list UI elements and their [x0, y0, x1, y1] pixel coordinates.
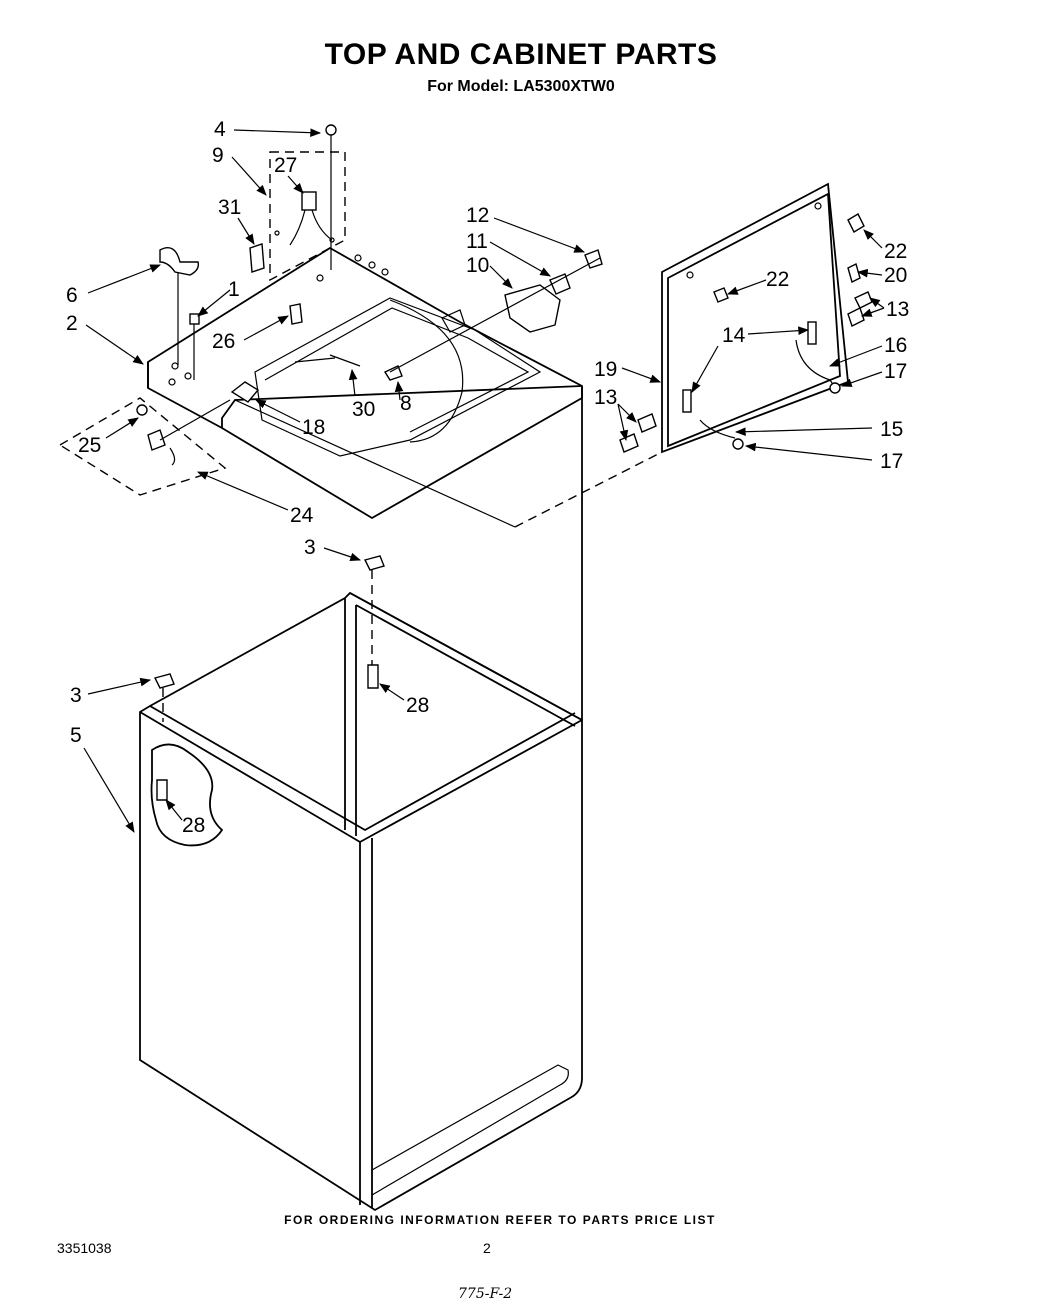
callout-17a: 17 [884, 360, 907, 383]
callout-28b: 28 [182, 814, 205, 837]
callout-11: 11 [466, 230, 488, 253]
callout-12: 12 [466, 204, 489, 227]
callout-labels: 4 9 27 31 6 1 2 26 25 18 30 8 24 12 11 1… [66, 118, 909, 837]
hinge-18 [230, 381, 260, 403]
leader-lines [83, 128, 885, 833]
callout-16: 16 [884, 334, 907, 357]
top-panel [147, 246, 583, 520]
screw-28b [156, 779, 168, 801]
page-number: 2 [483, 1240, 491, 1256]
callout-5: 5 [70, 724, 82, 747]
clip-31 [249, 243, 265, 273]
cabinet [139, 386, 583, 1212]
bracket-6 [159, 247, 200, 276]
callout-31: 31 [218, 196, 241, 219]
clip-3a [363, 555, 385, 571]
callout-13a: 13 [886, 298, 909, 321]
callout-15: 15 [880, 418, 903, 441]
callout-13b: 13 [594, 386, 617, 409]
page-title: TOP AND CABINET PARTS [324, 38, 718, 71]
screw-8 [383, 365, 403, 381]
screw-28a [367, 664, 379, 689]
callout-2: 2 [66, 312, 78, 335]
hinge-group-box [58, 397, 227, 496]
callout-9: 9 [212, 144, 224, 167]
callout-25: 25 [78, 434, 101, 457]
rod-16 [795, 339, 839, 393]
screw-13d [619, 433, 639, 453]
handwritten-note: 775-F-2 [458, 1286, 513, 1302]
callout-18: 18 [302, 416, 325, 439]
screw-13b [847, 307, 865, 327]
callout-3a: 3 [304, 536, 316, 559]
clip-3b [153, 673, 175, 689]
hinge-pin [147, 429, 166, 451]
console-holes [168, 254, 389, 386]
callout-17b: 17 [880, 450, 903, 473]
lid-hinge-line [514, 451, 663, 528]
switch-group-box [269, 151, 346, 282]
callout-19: 19 [594, 358, 617, 381]
callout-10: 10 [466, 254, 489, 277]
document-number: 3351038 [57, 1240, 112, 1256]
bumper-20 [847, 262, 861, 284]
callout-26: 26 [212, 330, 235, 353]
callout-24: 24 [290, 504, 314, 527]
callout-22a: 22 [766, 268, 789, 291]
washer-25 [136, 404, 148, 416]
cabinet-cutaway [150, 743, 224, 847]
callout-6: 6 [66, 284, 78, 307]
callout-1: 1 [228, 278, 240, 301]
callout-8: 8 [400, 392, 412, 415]
ordering-info-note: FOR ORDERING INFORMATION REFER TO PARTS … [284, 1213, 716, 1227]
bumper-22b [847, 213, 865, 233]
lid-switch-10 [504, 284, 561, 333]
screw-13c [637, 413, 657, 433]
model-subtitle: For Model: LA5300XTW0 [427, 78, 615, 95]
callout-28a: 28 [406, 694, 429, 717]
callout-30: 30 [352, 398, 375, 421]
screw-4 [325, 124, 337, 270]
spring-30 [294, 354, 361, 367]
hinge-14b [682, 389, 692, 413]
callout-3b: 3 [70, 684, 82, 707]
grommet-26 [289, 303, 303, 325]
callout-4: 4 [214, 118, 226, 141]
callout-27: 27 [274, 154, 297, 177]
cap-17a [829, 382, 841, 394]
bumper-22 [713, 287, 729, 303]
screw-13a [854, 291, 873, 309]
callout-22b: 22 [884, 240, 907, 263]
hinge-14a [807, 321, 817, 345]
switch-11 [549, 273, 571, 295]
wire-harness [274, 191, 335, 246]
cap-17b [732, 438, 744, 450]
callout-20: 20 [884, 264, 907, 287]
rod-15 [699, 419, 736, 439]
callout-14: 14 [722, 324, 746, 347]
nut-1 [189, 313, 200, 325]
